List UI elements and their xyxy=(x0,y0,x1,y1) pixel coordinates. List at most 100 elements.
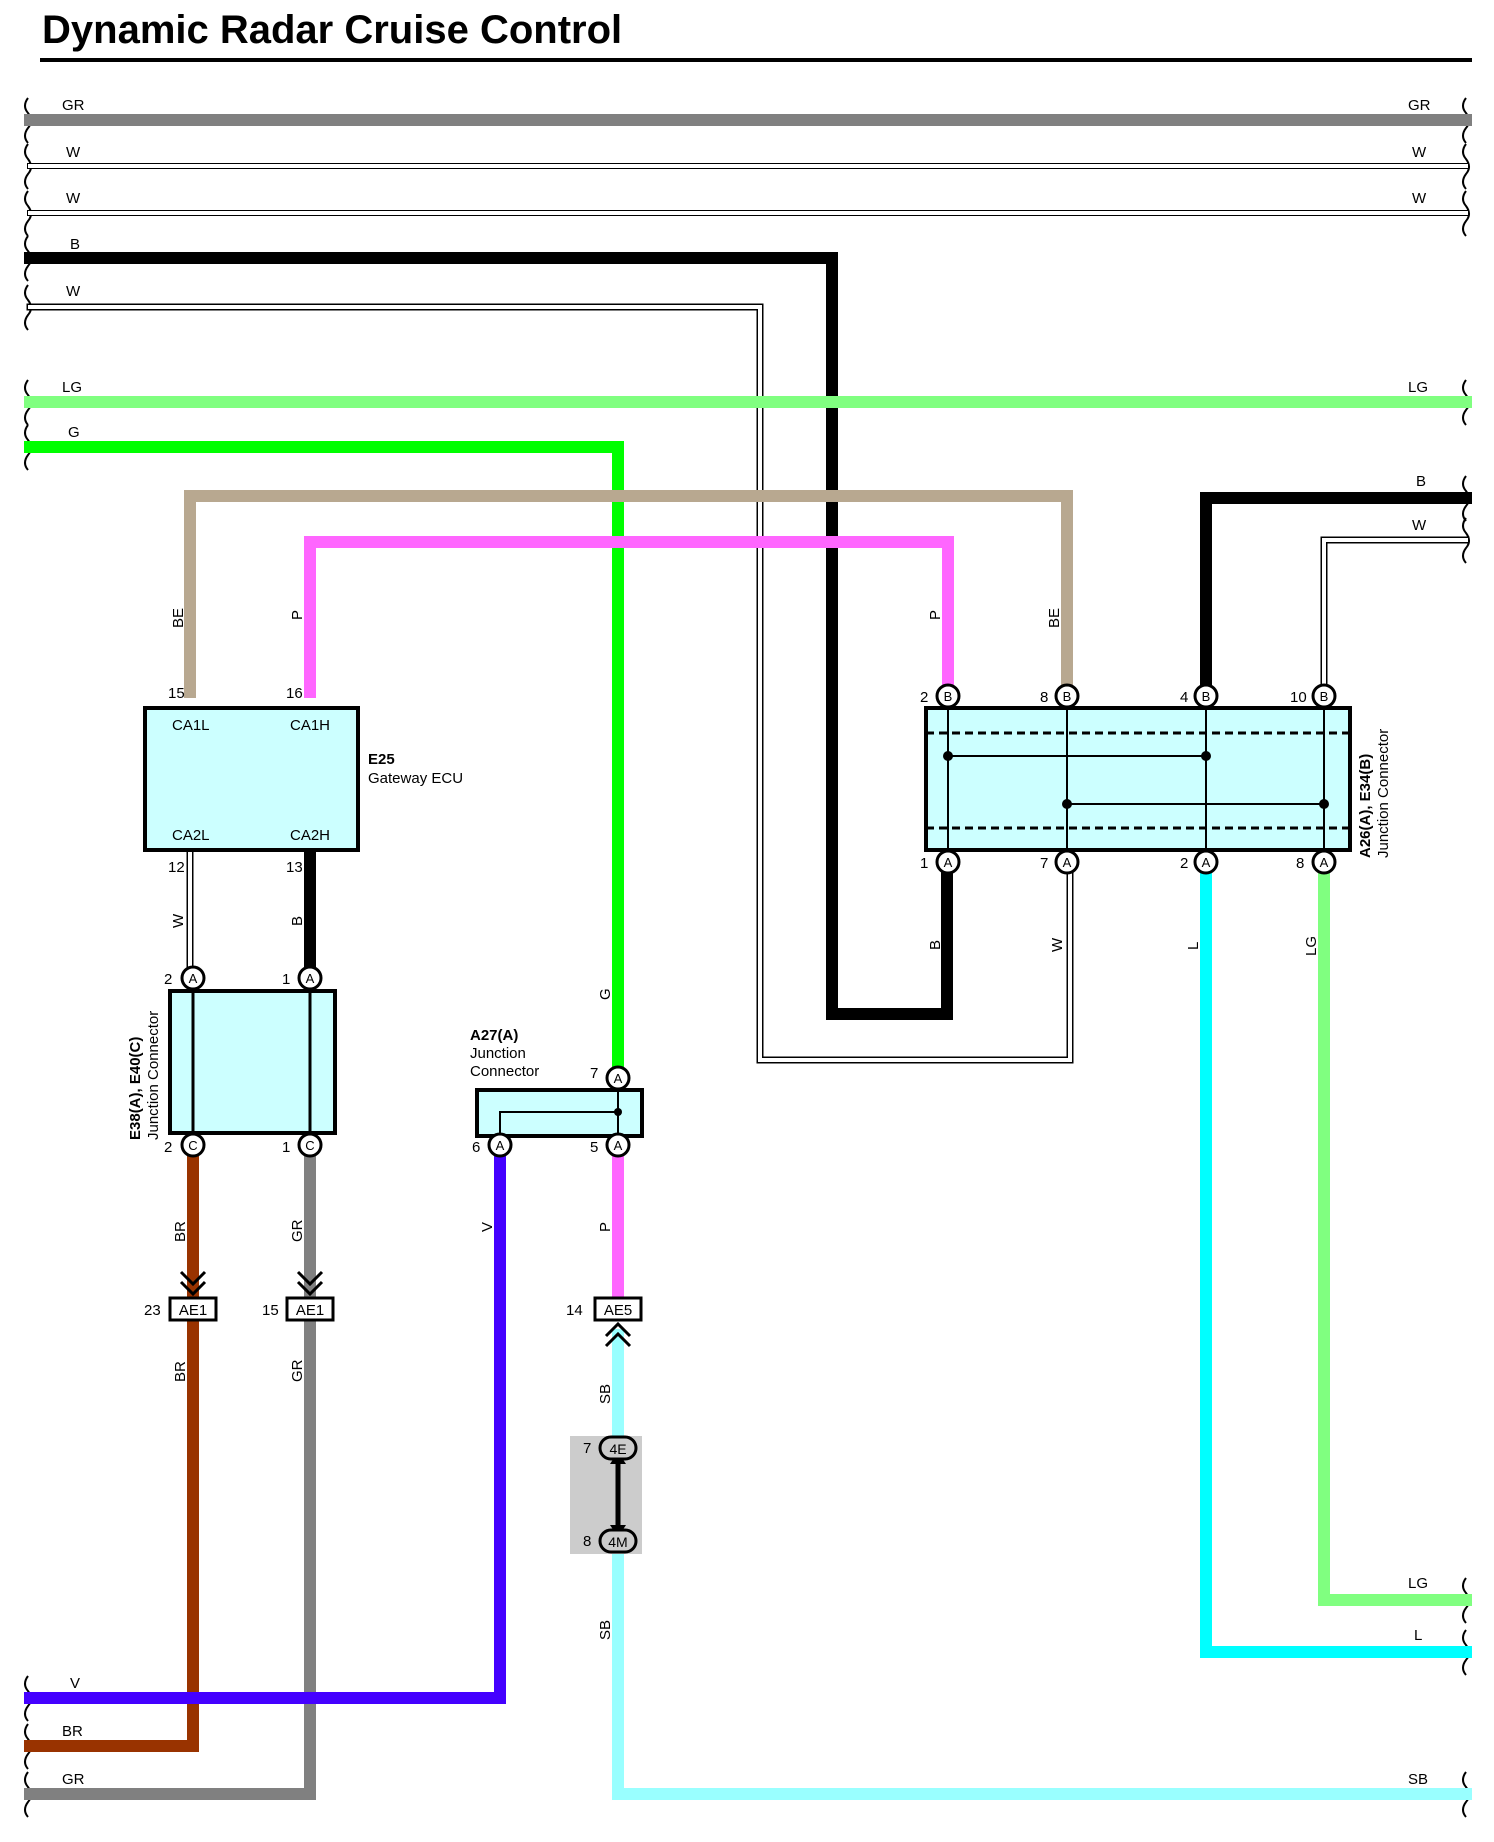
page-title: Dynamic Radar Cruise Control xyxy=(42,8,623,52)
pin-number: 1 xyxy=(282,971,290,988)
pin-marker: C xyxy=(297,1132,323,1158)
pin-marker: A xyxy=(1193,849,1219,875)
pin-marker: B xyxy=(935,683,961,709)
pin-marker: A xyxy=(605,1065,631,1091)
pin-number: 15 xyxy=(262,1302,279,1319)
wire-label: LG xyxy=(1408,1575,1428,1592)
pin-marker: A xyxy=(180,965,206,991)
wire-label: B xyxy=(927,940,944,950)
component-name: Connector xyxy=(470,1063,539,1080)
pin-number: 2 xyxy=(1180,855,1188,872)
pin-marker: A xyxy=(605,1132,631,1158)
svg-text:A: A xyxy=(306,971,315,986)
wire-label: G xyxy=(68,424,80,441)
wire-label: G xyxy=(597,988,614,1000)
wire-break-marks xyxy=(24,97,1470,1818)
svg-text:C: C xyxy=(188,1138,197,1153)
wire-label: W xyxy=(1412,517,1427,534)
inline-connector-ae5: AE5 14 xyxy=(566,1296,643,1348)
component-id: E25 xyxy=(368,751,395,768)
component-name: Gateway ECU xyxy=(368,770,463,787)
pin-marker: A xyxy=(1311,849,1337,875)
wire-label: BR xyxy=(172,1221,189,1242)
wire-label: BR xyxy=(62,1723,83,1740)
pin-number: 8 xyxy=(1040,689,1048,706)
wire-w-left xyxy=(26,303,1074,1064)
pin-marker: A xyxy=(935,849,961,875)
wire-lg-right xyxy=(1318,856,1472,1606)
wire-label: B xyxy=(1416,473,1426,490)
wire-g xyxy=(24,441,624,1076)
wire-label: L xyxy=(1185,942,1202,950)
component-name: Junction Connector xyxy=(1375,729,1392,858)
component-id: A27(A) xyxy=(470,1027,518,1044)
component-name: Junction xyxy=(470,1045,526,1062)
a26-junction-connector: 2 8 4 10 1 7 2 8 A26(A), E34(B) Junction… xyxy=(920,689,1392,872)
e38-junction-connector: 2 1 2 1 E38(A), E40(C) Junction Connecto… xyxy=(127,971,337,1156)
pin-number: 12 xyxy=(168,859,185,876)
pin-name: CA1L xyxy=(172,717,210,734)
pin-number: 1 xyxy=(920,855,928,872)
wire-p-upper xyxy=(304,536,954,698)
wire-gr-left xyxy=(24,1139,316,1800)
wire-label: B xyxy=(289,916,306,926)
connector-label: AE1 xyxy=(179,1302,207,1319)
wire-label: W xyxy=(1049,937,1066,952)
pin-number: 4 xyxy=(1180,689,1188,706)
svg-text:B: B xyxy=(1063,689,1072,704)
pin-number: 16 xyxy=(286,685,303,702)
wire-label: V xyxy=(479,1222,496,1232)
pin-name: CA1H xyxy=(290,717,330,734)
title-rule xyxy=(40,58,1472,62)
wire-label: L xyxy=(1414,1627,1422,1644)
svg-text:A: A xyxy=(496,1138,505,1153)
wire-b-left xyxy=(24,252,953,1020)
wire-label: SB xyxy=(1408,1771,1428,1788)
pin-marker: A xyxy=(487,1132,513,1158)
wire-label: V xyxy=(70,1675,80,1692)
wire-label: LG xyxy=(62,379,82,396)
svg-text:A: A xyxy=(1320,855,1329,870)
wire-label: GR xyxy=(289,1359,306,1382)
svg-text:A: A xyxy=(189,971,198,986)
wire-label: W xyxy=(1412,144,1427,161)
pin-number: 7 xyxy=(583,1440,591,1457)
pin-number: 2 xyxy=(164,971,172,988)
wire-sb xyxy=(612,1329,1472,1800)
wire-v xyxy=(24,1139,506,1704)
component-id: E38(A), E40(C) xyxy=(127,1037,144,1140)
wire-label: W xyxy=(170,913,187,928)
wire-label: SB xyxy=(597,1620,614,1640)
svg-text:C: C xyxy=(305,1138,314,1153)
pin-number: 15 xyxy=(168,685,185,702)
pin-markers: A A C C A A A B B B B A A A A xyxy=(180,683,1337,1158)
wire-label: SB xyxy=(597,1384,614,1404)
wire-be xyxy=(184,490,1073,698)
wire-label: W xyxy=(66,190,81,207)
vertical-wire-labels: BE P P BE W B G B W L LG BR GR V P BR GR… xyxy=(170,608,1320,1640)
wire-label: P xyxy=(927,610,944,620)
svg-text:A: A xyxy=(1202,855,1211,870)
pin-number: 23 xyxy=(144,1302,161,1319)
pin-number: 7 xyxy=(1040,855,1048,872)
wire-label: LG xyxy=(1408,379,1428,396)
pin-number: 2 xyxy=(164,1139,172,1156)
pin-marker: B xyxy=(1054,683,1080,709)
pin-marker: C xyxy=(180,1132,206,1158)
wire-label: W xyxy=(66,144,81,161)
wire-l xyxy=(1200,856,1472,1658)
pin-number: 7 xyxy=(590,1065,598,1082)
wire-b-right xyxy=(1200,492,1472,698)
pin-marker: B xyxy=(1193,683,1219,709)
pin-number: 13 xyxy=(286,859,303,876)
wire-label: BR xyxy=(172,1361,189,1382)
wire-w-right xyxy=(1320,536,1470,696)
inline-connector-ae1-gr: AE1 15 xyxy=(262,1270,335,1322)
splice-4e-4m: 4E 4M 7 8 xyxy=(570,1435,642,1554)
wire-br xyxy=(24,1139,199,1752)
pin-number: 5 xyxy=(590,1139,598,1156)
e25-gateway-ecu: 15 16 CA1L CA1H CA2L CA2H 12 13 E25 Gate… xyxy=(143,685,463,876)
wire-labels: GR GR W W W W B W LG LG G B W LG L V BR … xyxy=(62,97,1431,1788)
svg-text:A: A xyxy=(614,1071,623,1086)
component-name: Junction Connector xyxy=(145,1011,162,1140)
